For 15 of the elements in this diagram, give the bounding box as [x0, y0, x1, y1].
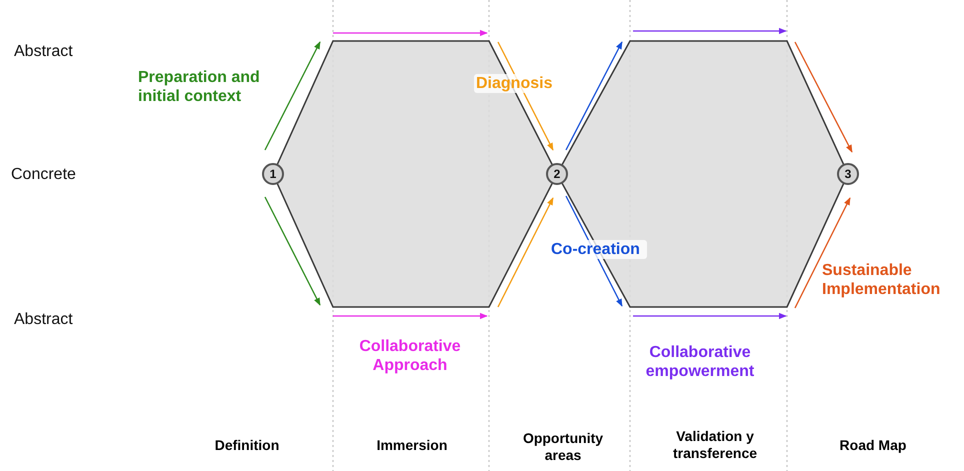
arrow-label: Collaborative Approach	[358, 337, 462, 376]
arrow-label: Co-creation	[549, 240, 647, 260]
arrow-label: Sustainable Implementation	[822, 261, 942, 300]
arrow-label: Preparation and initial context	[138, 68, 261, 106]
phase-label: Validation y transference	[672, 428, 758, 462]
arrow-label: Collaborative empowerment	[644, 343, 756, 382]
step-number-circle: 1	[262, 163, 284, 185]
phase-label: Definition	[214, 437, 280, 454]
step-number-circle: 3	[837, 163, 859, 185]
phase-label: Road Map	[838, 437, 908, 454]
axis-label: Abstract	[14, 42, 74, 62]
phase-label: Immersion	[376, 437, 448, 454]
axis-label: Concrete	[11, 165, 77, 184]
axis-label: Abstract	[14, 310, 74, 330]
phase-label: Opportunity areas	[522, 430, 604, 464]
